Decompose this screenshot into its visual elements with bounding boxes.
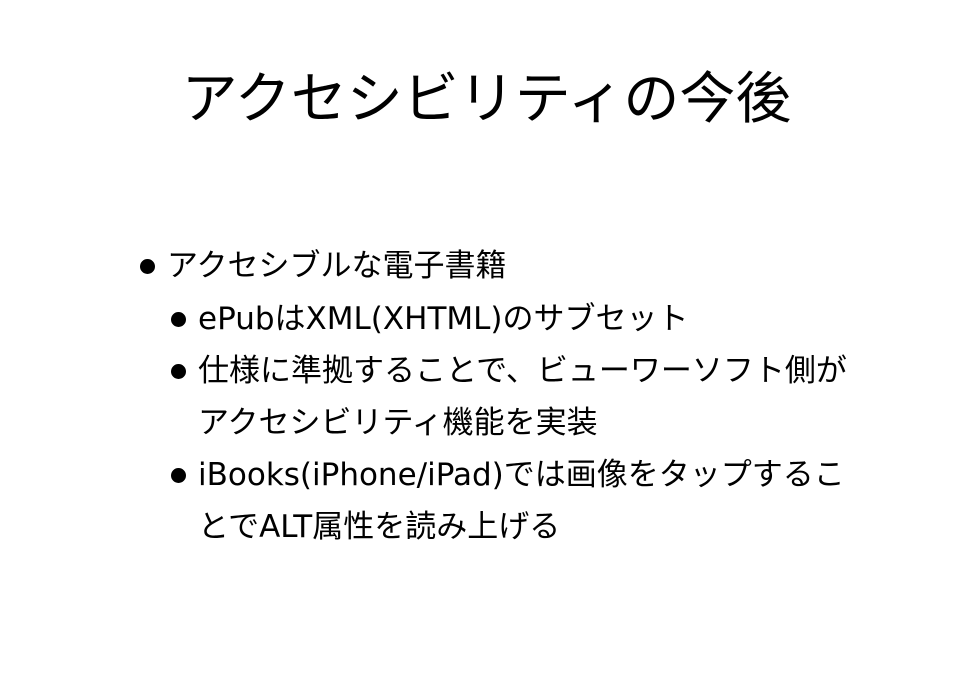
bullet-text: ePubはXML(XHTML)のサブセット [198, 301, 689, 337]
bullet-text-line-1: 仕様に準拠することで、ビューワーソフト側が [198, 353, 847, 389]
slide-title: アクセシビリティの今後 [181, 67, 792, 132]
bullet-dot-icon [171, 364, 186, 379]
bullet-item-accessible-ebooks: アクセシブルな電子書籍 [140, 240, 507, 292]
bullet-item-viewer-software: 仕様に準拠することで、ビューワーソフト側が アクセシビリティ機能を実装 [171, 345, 847, 449]
bullet-dot-icon [171, 312, 186, 327]
bullet-item-epub: ePubはXML(XHTML)のサブセット [171, 293, 689, 345]
bullet-text-line-1: iBooks(iPhone/iPad)では画像をタップするこ [198, 457, 845, 493]
bullet-text: アクセシブルな電子書籍 [167, 248, 507, 284]
bullet-item-ibooks: iBooks(iPhone/iPad)では画像をタップするこ とでALT属性を読… [171, 449, 845, 553]
bullet-text-line-2: アクセシビリティ機能を実装 [198, 405, 598, 441]
bullet-text-line-2: とでALT属性を読み上げる [198, 509, 561, 545]
bullet-dot-icon [171, 468, 186, 483]
bullet-dot-icon [140, 259, 155, 274]
